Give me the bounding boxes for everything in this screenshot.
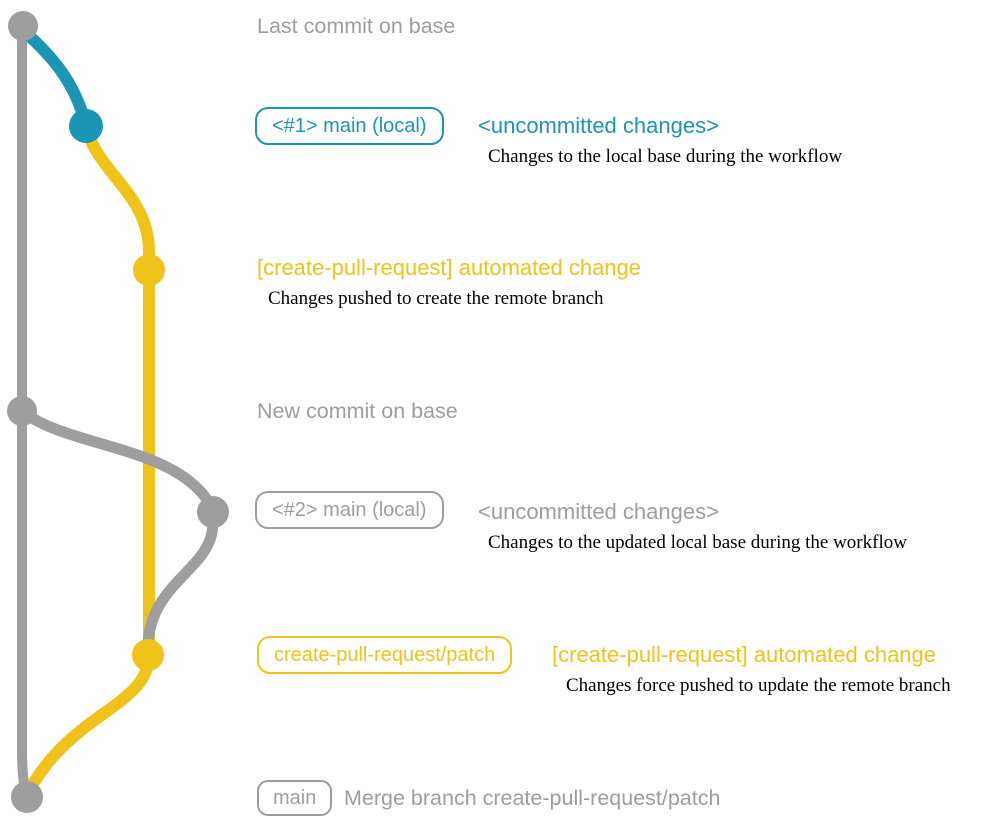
merge-commit-label: Merge branch create-pull-request/patch	[344, 786, 721, 810]
uncommitted-changes-caption-2: Changes to the updated local base during…	[488, 532, 907, 553]
commit-node-merge	[11, 781, 43, 813]
last-commit-label: Last commit on base	[257, 14, 456, 38]
commit-node-new-base	[7, 396, 37, 426]
commit-node-uncommitted-1	[69, 109, 103, 143]
updated-local-main-line-1	[17, 406, 217, 512]
automated-change-title-1: [create-pull-request] automated change	[257, 255, 642, 280]
automated-change-caption-1: Changes pushed to create the remote bran…	[268, 288, 604, 309]
updated-local-main-line-2	[142, 508, 219, 654]
local-main-branch-line	[17, 24, 91, 128]
commit-node-uncommitted-2	[197, 496, 229, 528]
branch-badge-main-local-2: <#2> main (local)	[255, 491, 444, 529]
automated-change-title-2: [create-pull-request] automated change	[552, 642, 937, 667]
automated-change-caption-2: Changes force pushed to update the remot…	[566, 675, 951, 696]
uncommitted-changes-title-1: <uncommitted changes>	[478, 113, 719, 138]
uncommitted-changes-caption-1: Changes to the local base during the wor…	[488, 146, 843, 167]
commit-node-automated-change-1	[133, 254, 165, 286]
uncommitted-changes-title-2: <uncommitted changes>	[478, 499, 719, 524]
branch-badge-patch: create-pull-request/patch	[257, 636, 513, 674]
branch-badge-main-local-1: <#1> main (local)	[255, 107, 444, 145]
commit-node-automated-change-2	[132, 639, 164, 671]
new-commit-label: New commit on base	[257, 399, 458, 423]
commit-node-last-base	[8, 11, 38, 41]
patch-branch-line	[23, 124, 155, 797]
branch-badge-main: main	[257, 780, 333, 816]
